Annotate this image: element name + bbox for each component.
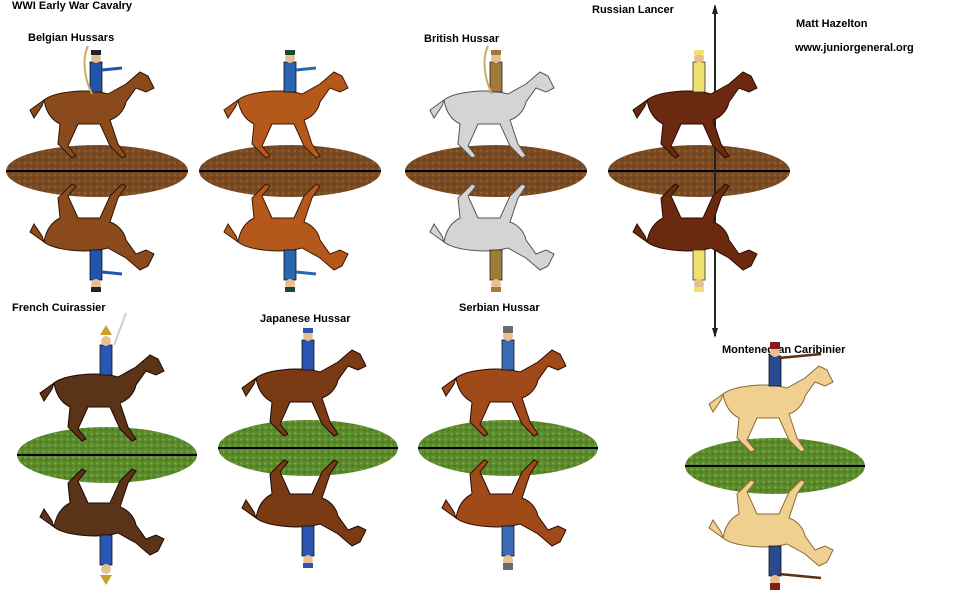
unit-label-belgian-hussars: Belgian Hussars (28, 32, 115, 44)
unit-montenegran-caribinier (685, 342, 865, 590)
unit-belgian-hussars-b (199, 50, 381, 292)
unit-serbian-hussar (418, 326, 598, 570)
unit-russian-lancer (608, 4, 790, 338)
author-name: Matt Hazelton (796, 18, 868, 30)
unit-label-british-hussar: British Hussar (424, 33, 500, 45)
unit-label-serbian-hussar: Serbian Hussar (459, 302, 540, 314)
unit-label-japanese-hussar: Japanese Hussar (260, 313, 351, 325)
unit-french-cuirassier (17, 312, 197, 585)
website-url: www.juniorgeneral.org (795, 42, 914, 54)
unit-japanese-hussar (218, 328, 398, 568)
unit-label-french-cuirassier: French Cuirassier (12, 302, 106, 314)
horse-rider-figure (29, 45, 155, 159)
unit-belgian-hussars-a (6, 45, 188, 292)
sheet-title: WWI Early War Cavalry (12, 0, 133, 12)
unit-british-hussar (405, 45, 587, 292)
unit-label-montenegran-caribinier: Montenegran Caribinier (722, 344, 846, 356)
unit-label-russian-lancer: Russian Lancer (592, 4, 674, 16)
